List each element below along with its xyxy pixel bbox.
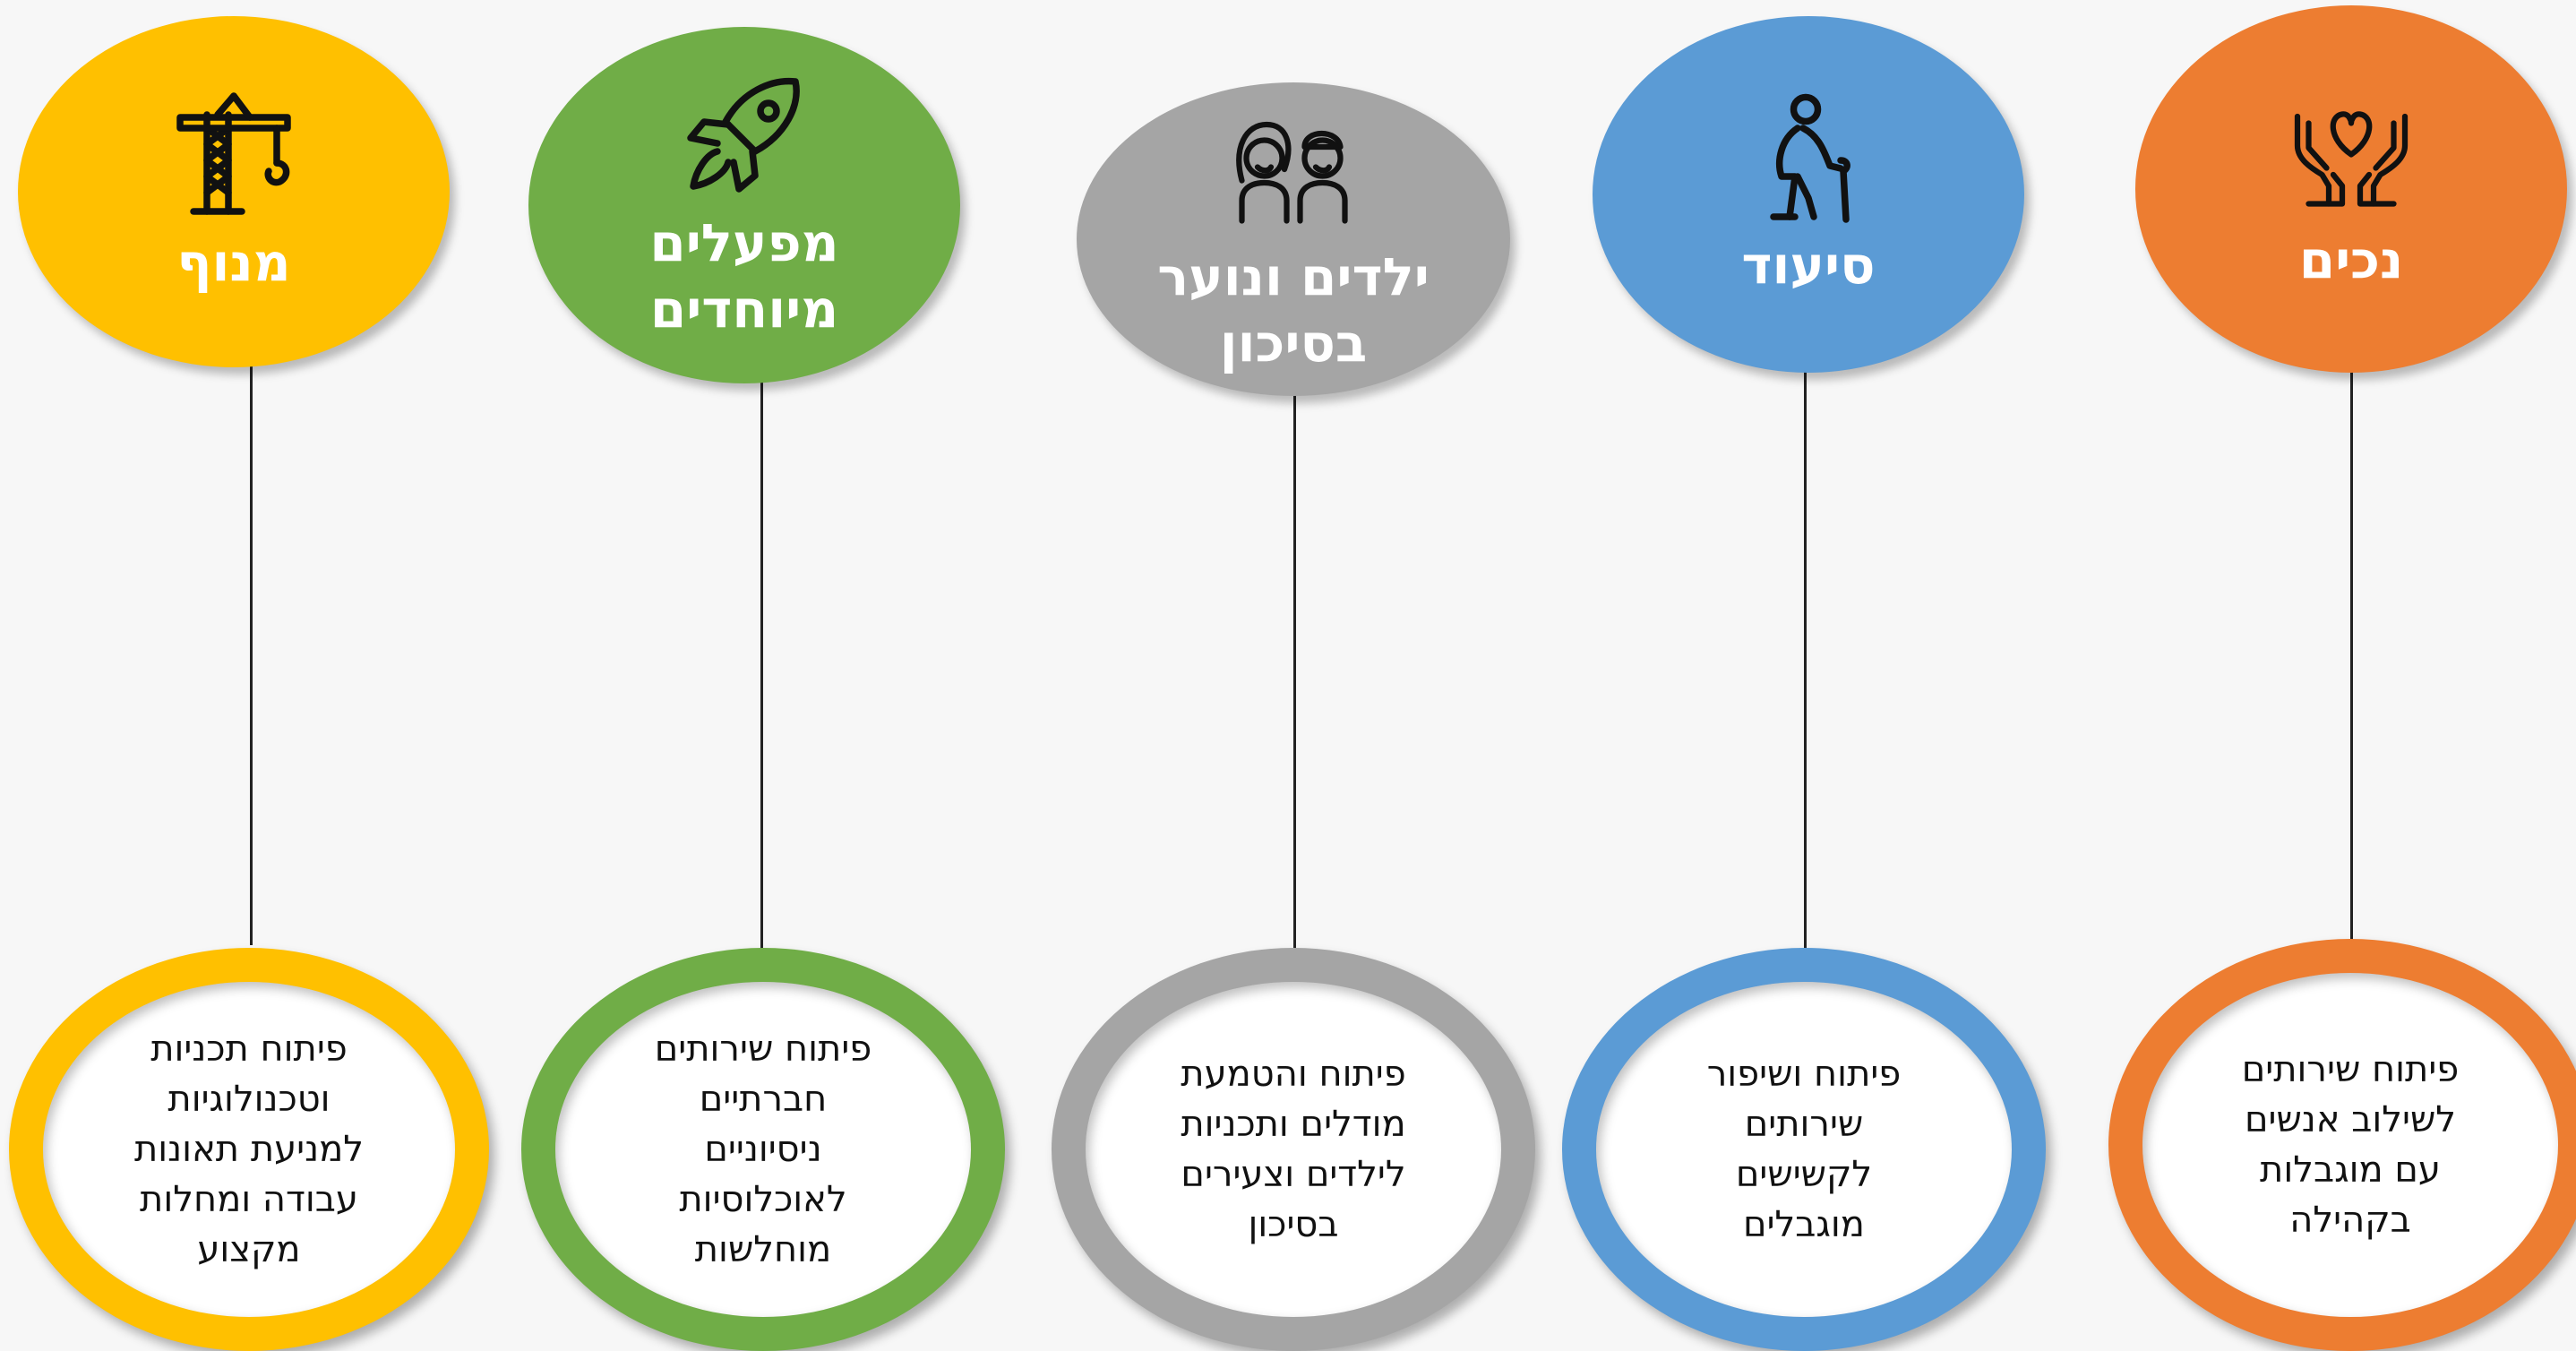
description-line: מוגבלים <box>1743 1204 1865 1245</box>
column-youth-at-risk: ילדים ונוער בסיכון פיתוח והטמעת מודלים ו… <box>1046 0 1555 1351</box>
column-nursing: סיעוד פיתוח ושיפור שירותים לקשישים מוגבל… <box>1557 0 2058 1351</box>
description-inner: פיתוח תכניות וטכנולוגיות למניעת תאונות ע… <box>43 982 455 1317</box>
description-inner: פיתוח והטמעת מודלים ותכניות לילדים וצעיר… <box>1086 982 1501 1317</box>
category-title-line: נכים <box>2298 229 2404 290</box>
description-line: עם מוגבלות <box>2260 1149 2441 1191</box>
category-description: פיתוח והטמעת מודלים ותכניות לילדים וצעיר… <box>1181 1049 1405 1250</box>
description-line: פיתוח ושיפור <box>1706 1054 1902 1095</box>
description-ring-youth-at-risk: פיתוח והטמעת מודלים ותכניות לילדים וצעיר… <box>1052 948 1535 1351</box>
description-ring-nursing: פיתוח ושיפור שירותים לקשישים מוגבלים <box>1562 948 2046 1351</box>
category-ellipse-nursing: סיעוד <box>1593 16 2024 373</box>
description-line: פיתוח והטמעת <box>1181 1054 1406 1095</box>
column-industry: מנוף פיתוח תכניות וטכנולוגיות למניעת תאו… <box>0 0 502 1351</box>
category-title: נכים <box>2299 227 2404 293</box>
description-line: מודלים ותכניות <box>1181 1104 1406 1145</box>
description-inner: פיתוח שירותים לשילוב אנשים עם מוגבלות בק… <box>2142 973 2558 1317</box>
column-special-enterprises: מפעלים מיוחדים פיתוח שירותים חברתיים ניס… <box>511 0 1012 1351</box>
description-line: פיתוח תכניות <box>150 1028 348 1070</box>
elderly-person-icon <box>1770 93 1850 223</box>
description-line: למניעת תאונות <box>133 1129 365 1170</box>
category-ellipse-special-enterprises: מפעלים מיוחדים <box>528 27 960 383</box>
category-title: סיעוד <box>1741 232 1875 298</box>
column-disabled: נכים פיתוח שירותים לשילוב אנשים עם מוגבל… <box>2074 0 2576 1351</box>
category-description: פיתוח ושיפור שירותים לקשישים מוגבלים <box>1707 1049 1902 1250</box>
category-title-line: מפעלים <box>649 212 839 273</box>
connector-line <box>1804 367 1807 959</box>
connector-line <box>2350 367 2353 959</box>
category-description: פיתוח שירותים חברתיים ניסיוניים לאוכלוסי… <box>655 1024 872 1275</box>
category-description: פיתוח שירותים לשילוב אנשים עם מוגבלות בק… <box>2242 1045 2460 1245</box>
description-inner: פיתוח שירותים חברתיים ניסיוניים לאוכלוסי… <box>555 982 971 1317</box>
category-title-line: מנוף <box>176 232 291 293</box>
description-inner: פיתוח ושיפור שירותים לקשישים מוגבלים <box>1596 982 2012 1317</box>
connector-line <box>250 363 253 945</box>
connector-line <box>1293 390 1296 963</box>
description-line: ניסיוניים <box>704 1129 822 1170</box>
connector-line <box>760 376 763 950</box>
description-line: בקהילה <box>2289 1200 2411 1241</box>
description-line: שירותים <box>1744 1104 1864 1145</box>
description-line: מוחלשות <box>694 1229 832 1270</box>
category-description: פיתוח תכניות וטכנולוגיות למניעת תאונות ע… <box>134 1024 364 1275</box>
description-line: בסיכון <box>1248 1204 1339 1245</box>
crane-icon <box>176 92 291 215</box>
description-line: לשילוב אנשים <box>2244 1099 2457 1140</box>
description-line: עבודה ומחלות <box>140 1179 358 1220</box>
children-icon <box>1236 121 1348 224</box>
description-ring-special-enterprises: פיתוח שירותים חברתיים ניסיוניים לאוכלוסי… <box>521 948 1005 1351</box>
description-line: מקצוע <box>197 1229 301 1270</box>
description-line: פיתוח שירותים <box>2241 1049 2460 1090</box>
category-title: ילדים ונוער בסיכון <box>1157 244 1430 376</box>
category-ellipse-industry: מנוף <box>18 16 450 367</box>
category-title-line: מיוחדים <box>649 279 839 340</box>
description-line: פיתוח שירותים <box>654 1028 872 1070</box>
category-title-line: בסיכון <box>1219 313 1368 374</box>
category-title: מפעלים מיוחדים <box>649 210 838 342</box>
description-line: לילדים וצעירים <box>1181 1154 1406 1195</box>
description-line: וטכנולוגיות <box>167 1079 331 1120</box>
description-ring-disabled: פיתוח שירותים לשילוב אנשים עם מוגבלות בק… <box>2108 939 2576 1351</box>
description-ring-industry: פיתוח תכניות וטכנולוגיות למניעת תאונות ע… <box>9 948 489 1351</box>
category-ellipse-disabled: נכים <box>2135 5 2567 373</box>
category-ellipse-youth-at-risk: ילדים ונוער בסיכון <box>1077 82 1510 396</box>
rocket-icon <box>687 77 800 193</box>
description-line: חברתיים <box>699 1079 828 1120</box>
description-line: לאוכלוסיות <box>679 1179 847 1220</box>
category-title-line: סיעוד <box>1741 235 1876 296</box>
category-title-line: ילדים ונוער <box>1157 246 1430 307</box>
description-line: לקשישים <box>1735 1154 1873 1195</box>
caring-hands-heart-icon <box>2294 111 2409 207</box>
category-title: מנוף <box>176 229 290 296</box>
